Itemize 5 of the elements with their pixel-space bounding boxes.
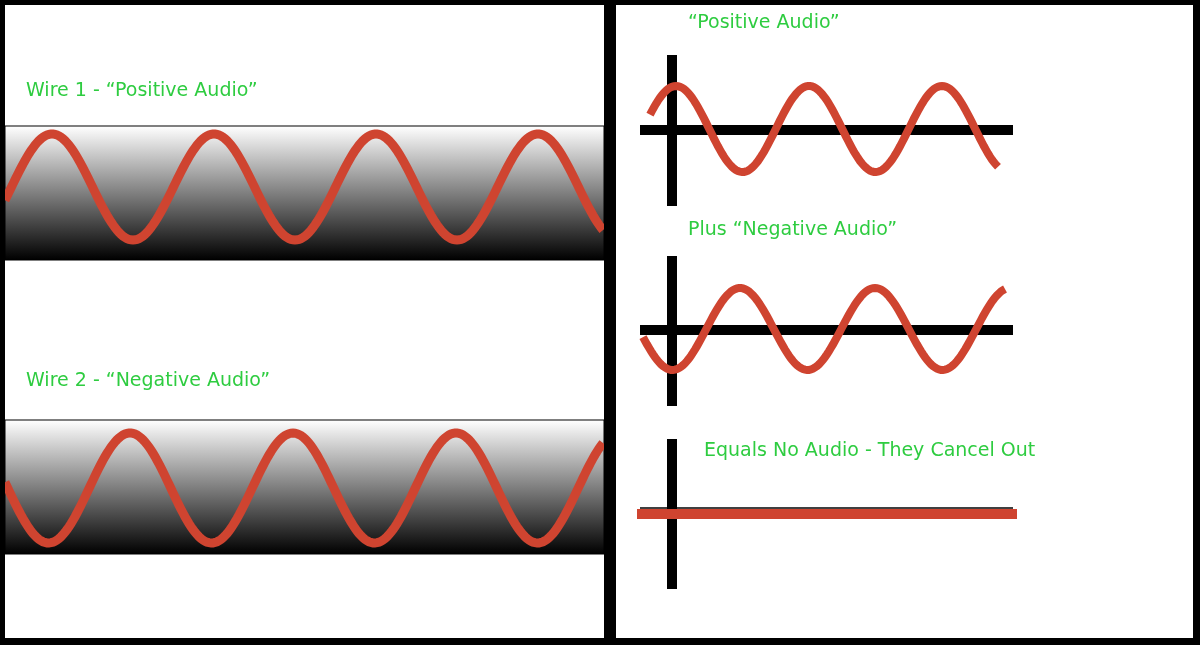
- wave-label: Wire 1 - “Positive Audio”: [26, 78, 258, 100]
- wave-label: Equals No Audio - They Cancel Out: [704, 438, 1036, 460]
- wave-label: “Positive Audio”: [688, 10, 840, 32]
- wave-label: Plus “Negative Audio”: [688, 217, 898, 239]
- wave-label: Wire 2 - “Negative Audio”: [26, 368, 271, 390]
